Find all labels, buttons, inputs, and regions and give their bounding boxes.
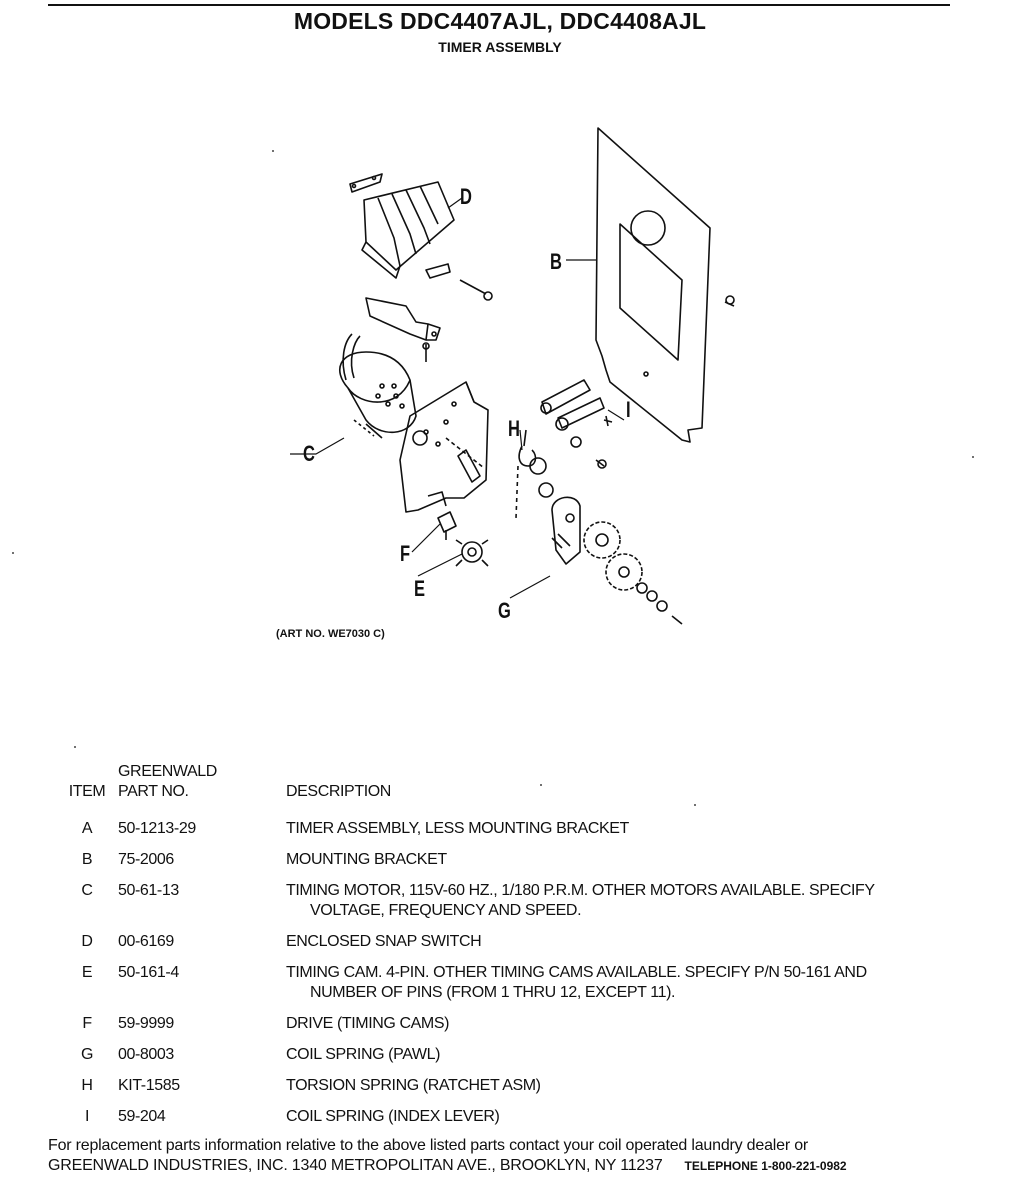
scan-speck: [272, 150, 274, 152]
item-letter: H: [81, 1077, 93, 1094]
page-subtitle: TIMER ASSEMBLY: [438, 39, 562, 55]
item-letter: F: [82, 1015, 92, 1032]
part-number: 75-2006: [118, 851, 174, 868]
item-letter: C: [81, 882, 93, 899]
part-number: 59-9999: [118, 1015, 174, 1032]
table-row: E 50-161-4 TIMING CAM. 4-PIN. OTHER TIMI…: [56, 952, 966, 1003]
snap-switch-part: [349, 173, 493, 301]
part-number: KIT-1585: [118, 1077, 180, 1094]
timing-cam-part: [455, 539, 489, 567]
item-letter: G: [80, 1046, 94, 1063]
scan-speck: [694, 804, 696, 806]
callout-e: E: [414, 576, 426, 601]
callout-i: I: [626, 397, 631, 422]
timing-motor-part: [338, 333, 428, 446]
description-text: TORSION SPRING (RATCHET ASM): [286, 1077, 541, 1094]
part-description: TIMING MOTOR, 115V-60 HZ., 1/180 P.R.M. …: [286, 870, 966, 921]
part-number: 00-8003: [118, 1046, 174, 1063]
torsion-spring-part: [515, 429, 537, 519]
description-text: COIL SPRING (PAWL): [286, 1046, 441, 1063]
part-description: TORSION SPRING (RATCHET ASM): [286, 1065, 966, 1096]
scan-speck: [540, 784, 542, 786]
scan-speck: [972, 456, 974, 458]
drive-part: [437, 511, 457, 540]
part-number: 59-204: [118, 1108, 166, 1125]
description-text: MOUNTING BRACKET: [286, 851, 447, 868]
page-title: MODELS DDC4407AJL, DDC4408AJL: [293, 8, 707, 34]
description-text: DRIVE (TIMING CAMS): [286, 1015, 450, 1032]
table-row: G 00-8003 COIL SPRING (PAWL): [56, 1034, 966, 1065]
footer-telephone: TELEPHONE 1-800-221-0982: [684, 1159, 847, 1173]
table-row: I 59-204 COIL SPRING (INDEX LEVER): [56, 1096, 966, 1127]
callout-g: G: [498, 598, 511, 623]
footer-contact: For replacement parts information relati…: [48, 1136, 978, 1176]
table-row: C 50-61-13 TIMING MOTOR, 115V-60 HZ., 1/…: [56, 870, 966, 921]
footer-line-1: For replacement parts information relati…: [48, 1137, 809, 1154]
footer-line-2: GREENWALD INDUSTRIES, INC. 1340 METROPOL…: [48, 1156, 978, 1176]
switch-bracket-part: [365, 297, 441, 362]
col-header-part-no-line1: GREENWALD: [118, 763, 217, 780]
art-number: (ART NO. WE7030 C): [276, 628, 385, 640]
index-lever-part: [540, 379, 613, 469]
footer-address: GREENWALD INDUSTRIES, INC. 1340 METROPOL…: [48, 1157, 663, 1174]
item-letter: D: [81, 933, 93, 950]
callout-d: D: [460, 184, 472, 209]
description-text: ENCLOSED SNAP SWITCH: [286, 933, 482, 950]
col-header-description: DESCRIPTION: [286, 783, 391, 800]
table-row: D 00-6169 ENCLOSED SNAP SWITCH: [56, 921, 966, 952]
table-row: F 59-9999 DRIVE (TIMING CAMS): [56, 1003, 966, 1034]
table-row: A 50-1213-29 TIMER ASSEMBLY, LESS MOUNTI…: [56, 802, 966, 839]
item-letter: E: [81, 964, 93, 981]
part-number: 50-61-13: [118, 882, 179, 899]
part-description: COIL SPRING (PAWL): [286, 1034, 966, 1065]
item-letter: I: [84, 1108, 90, 1125]
parts-table: ITEM GREENWALD PART NO. DESCRIPTION A 50…: [56, 762, 966, 1127]
callout-f: F: [400, 541, 411, 566]
part-description: COIL SPRING (INDEX LEVER): [286, 1096, 966, 1127]
mounting-bracket-part: [595, 127, 735, 443]
col-header-part-no: GREENWALD PART NO.: [118, 762, 286, 802]
scan-speck: [74, 746, 76, 748]
description-text: TIMING MOTOR, 115V-60 HZ., 1/180 P.R.M. …: [286, 882, 875, 899]
part-number: 50-1213-29: [118, 820, 196, 837]
table-row: H KIT-1585 TORSION SPRING (RATCHET ASM): [56, 1065, 966, 1096]
scan-speck: [12, 552, 14, 554]
timer-frame-part: [399, 381, 489, 513]
timer-assembly-diagram: [290, 127, 735, 625]
description-continuation: VOLTAGE, FREQUENCY AND SPEED.: [310, 902, 582, 919]
callout-b: B: [550, 249, 562, 274]
part-number: 00-6169: [118, 933, 174, 950]
col-header-part-no-line2: PART NO.: [118, 783, 189, 800]
part-description: TIMING CAM. 4-PIN. OTHER TIMING CAMS AVA…: [286, 952, 966, 1003]
col-header-item: ITEM: [68, 783, 106, 800]
part-description: DRIVE (TIMING CAMS): [286, 1003, 966, 1034]
part-description: MOUNTING BRACKET: [286, 839, 966, 870]
parts-table-header: ITEM GREENWALD PART NO. DESCRIPTION: [56, 762, 966, 802]
pawl-gear-part: [551, 496, 683, 625]
callout-h: H: [508, 416, 520, 441]
description-text: TIMING CAM. 4-PIN. OTHER TIMING CAMS AVA…: [286, 964, 867, 981]
table-row: B 75-2006 MOUNTING BRACKET: [56, 839, 966, 870]
description-text: TIMER ASSEMBLY, LESS MOUNTING BRACKET: [286, 820, 629, 837]
callout-leaders: [290, 197, 625, 599]
part-description: ENCLOSED SNAP SWITCH: [286, 921, 966, 952]
part-number: 50-161-4: [118, 964, 179, 981]
part-description: TIMER ASSEMBLY, LESS MOUNTING BRACKET: [286, 802, 966, 839]
description-continuation: NUMBER OF PINS (FROM 1 THRU 12, EXCEPT 1…: [310, 984, 676, 1001]
item-letter: A: [81, 820, 93, 837]
callout-c: C: [303, 441, 315, 466]
top-rule: [48, 4, 950, 6]
description-text: COIL SPRING (INDEX LEVER): [286, 1108, 500, 1125]
ratchet-washer-part: [529, 457, 554, 498]
item-letter: B: [81, 851, 93, 868]
